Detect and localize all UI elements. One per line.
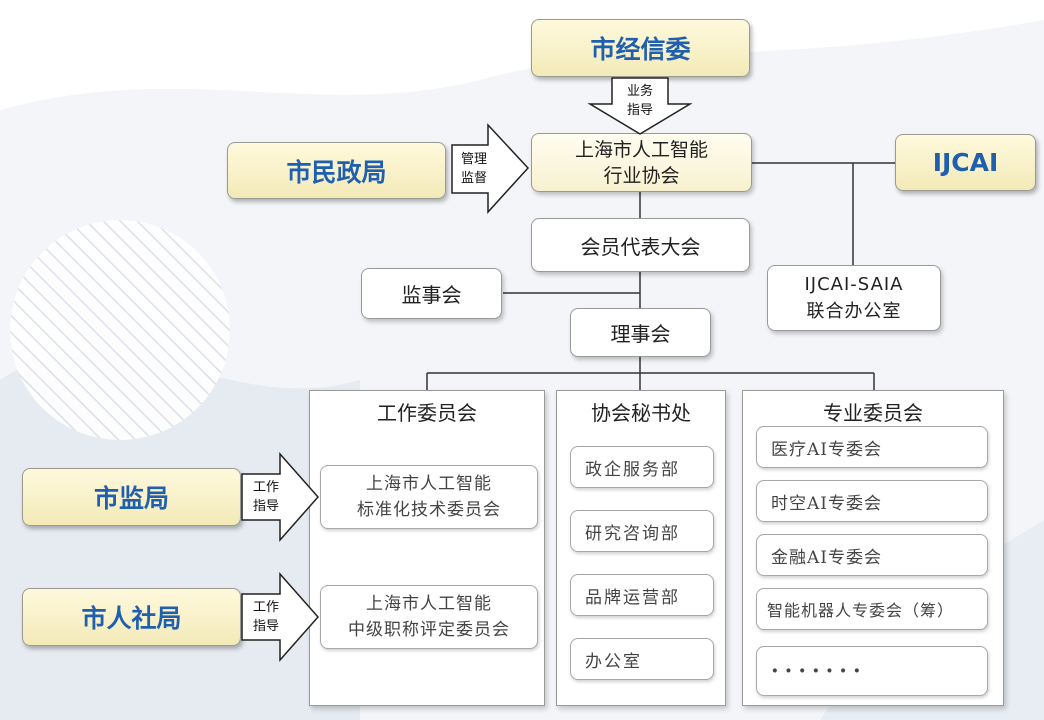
market-supervision-bureau-box[interactable]: 市监局 <box>22 468 241 526</box>
work-committee-panel: 工作委员会 <box>309 390 545 706</box>
joint-office-box[interactable]: IJCAI-SAIA 联合办公室 <box>767 265 941 331</box>
title-evaluation-committee-item[interactable]: 上海市人工智能 中级职称评定委员会 <box>320 585 538 649</box>
hr-social-bureau-box[interactable]: 市人社局 <box>22 588 241 646</box>
civil-affairs-bureau-box[interactable]: 市民政局 <box>227 142 446 199</box>
office-item[interactable]: 办公室 <box>570 638 714 680</box>
city-econ-committee-box[interactable]: 市经信委 <box>531 19 750 77</box>
finance-ai-committee-item[interactable]: 金融AI专委会 <box>756 534 988 576</box>
gov-enterprise-service-item[interactable]: 政企服务部 <box>570 446 714 488</box>
ijcai-box[interactable]: IJCAI <box>895 134 1036 191</box>
research-consulting-item[interactable]: 研究咨询部 <box>570 510 714 552</box>
management-supervision-label: 管理 监督 <box>460 152 487 186</box>
more-committees-item[interactable]: ······· <box>756 646 988 696</box>
secretariat-title: 协会秘书处 <box>591 401 691 425</box>
spatiotemporal-ai-committee-item[interactable]: 时空AI专委会 <box>756 480 988 522</box>
standardization-committee-item[interactable]: 上海市人工智能 标准化技术委员会 <box>320 465 538 529</box>
supervisory-board-box[interactable]: 监事会 <box>361 268 502 319</box>
professional-committee-title: 专业委员会 <box>823 401 923 425</box>
business-guidance-label: 业务 指导 <box>626 84 653 118</box>
work-guidance-label-2: 工作 指导 <box>252 600 279 634</box>
medical-ai-committee-item[interactable]: 医疗AI专委会 <box>756 426 988 468</box>
work-guidance-label-1: 工作 指导 <box>252 480 279 514</box>
association-box[interactable]: 上海市人工智能 行业协会 <box>531 133 752 192</box>
brand-operations-item[interactable]: 品牌运营部 <box>570 574 714 616</box>
robotics-committee-item[interactable]: 智能机器人专委会（筹） <box>756 588 988 630</box>
council-box[interactable]: 理事会 <box>570 308 711 357</box>
work-committee-title: 工作委员会 <box>377 401 477 425</box>
members-congress-box[interactable]: 会员代表大会 <box>531 218 750 272</box>
